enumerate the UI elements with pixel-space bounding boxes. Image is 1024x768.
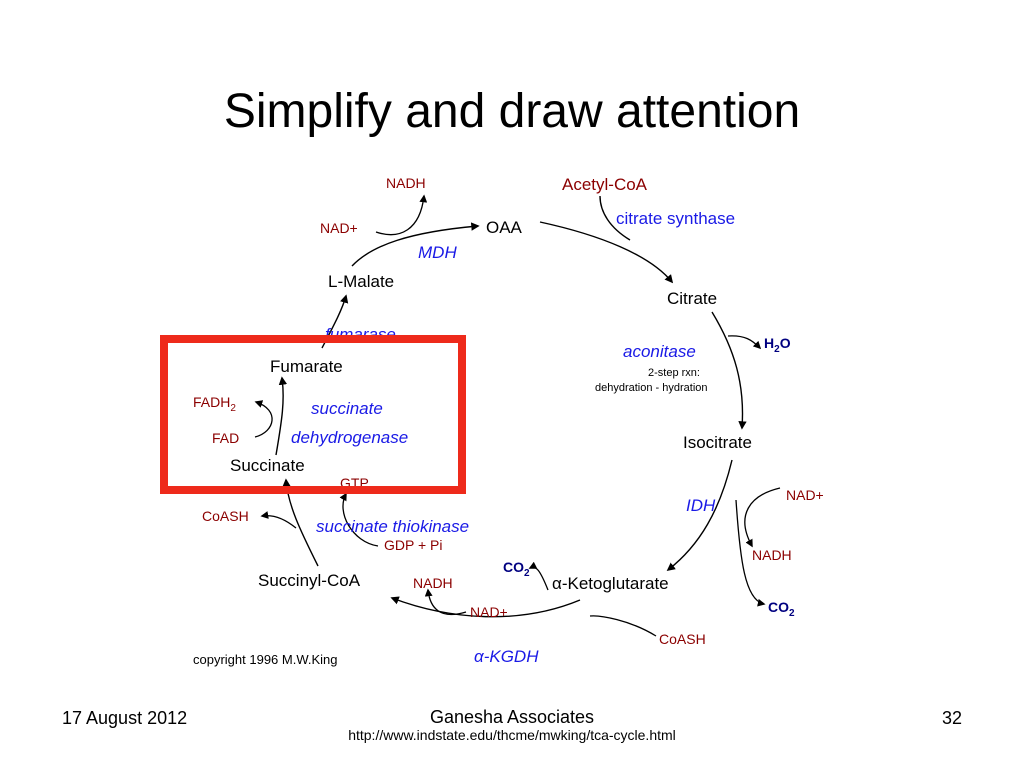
arrow-nad-nadh-kgdh <box>424 588 467 616</box>
label-ketoglutarate: α-Ketoglutarate <box>552 574 669 593</box>
label-h2o: H2O <box>764 335 791 355</box>
arrow-succinate-fumarate <box>275 376 288 456</box>
label-succinate: Succinate <box>230 456 305 475</box>
label-aconitase-note-1: 2-step rxn: <box>648 367 700 379</box>
label-aconitase: aconitase <box>623 342 696 361</box>
label-fumarate: Fumarate <box>270 357 343 376</box>
label-aconitase-note-2: dehydration - hydration <box>595 382 708 394</box>
slide-title: Simplify and draw attention <box>223 85 801 138</box>
label-nadh-top: NADH <box>386 175 426 191</box>
co2-idh-text: CO <box>768 599 789 615</box>
arrow-gdp-gtp <box>339 492 379 547</box>
co2-kg-text: CO <box>503 559 524 575</box>
label-fadh2: FADH2 <box>193 394 236 414</box>
label-idh: IDH <box>686 496 716 515</box>
label-citrate: Citrate <box>667 289 717 308</box>
label-gdp-pi: GDP + Pi <box>384 537 443 553</box>
label-co2-kg: CO2 <box>503 559 530 579</box>
arrow-acetylcoa-citrate <box>539 221 674 284</box>
label-coash-left: CoASH <box>202 508 249 524</box>
label-sdh-line1: succinate <box>311 399 383 418</box>
arrow-co2-kg <box>528 561 549 591</box>
h2o-h: H <box>764 335 774 351</box>
label-nadh-idh: NADH <box>752 547 792 563</box>
arrow-nad-nadh-top <box>375 194 428 236</box>
arrow-isocitrate-kg <box>666 459 733 572</box>
arrow-coash-kgdh <box>589 615 657 637</box>
fadh-sub: 2 <box>230 403 236 414</box>
label-succinate-thiokinase: succinate thiokinase <box>316 517 469 536</box>
label-citrate-synthase: citrate synthase <box>616 209 735 228</box>
cofactor-arrows <box>254 194 781 637</box>
highlight-box <box>160 335 466 494</box>
label-nad-kgdh: NAD+ <box>470 604 508 620</box>
arrow-citrate-isocitrate <box>711 311 747 430</box>
cofactors: NADH NAD+ H2O FADH2 FAD GTP CoASH GDP + … <box>193 175 824 647</box>
arrow-fad-fadh <box>254 400 273 438</box>
enzymes: citrate synthase MDH fumarase aconitase … <box>291 209 735 666</box>
label-succinyl-coa: Succinyl-CoA <box>258 571 361 590</box>
label-acetyl-coa: Acetyl-CoA <box>562 175 648 194</box>
metabolites: Acetyl-CoA OAA L-Malate Citrate Fumarate… <box>230 175 752 593</box>
arrow-h2o <box>727 335 762 350</box>
label-l-malate: L-Malate <box>328 272 394 291</box>
arrow-acetylcoa-in <box>599 195 631 241</box>
co2-idh-sub: 2 <box>789 608 795 619</box>
label-mdh: MDH <box>418 243 457 262</box>
label-coash-kgdh: CoASH <box>659 631 706 647</box>
label-isocitrate: Isocitrate <box>683 433 752 452</box>
label-fad: FAD <box>212 430 239 446</box>
copyright-note: copyright 1996 M.W.King <box>193 652 338 667</box>
label-sdh-line2: dehydrogenase <box>291 428 408 447</box>
arrow-co2-idh <box>735 499 766 607</box>
h2o-sub: 2 <box>774 344 780 355</box>
label-co2-idh: CO2 <box>768 599 795 619</box>
fadh-text: FADH <box>193 394 230 410</box>
arrow-malate-oaa <box>351 222 480 267</box>
arrow-kg-succinylcoa <box>390 596 581 618</box>
arrow-nad-nadh-idh <box>744 487 781 548</box>
label-nad-idh: NAD+ <box>786 487 824 503</box>
label-nadh-kgdh: NADH <box>413 575 453 591</box>
label-nad-top: NAD+ <box>320 220 358 236</box>
co2-kg-sub: 2 <box>524 568 530 579</box>
label-kgdh: α-KGDH <box>474 647 539 666</box>
footer-organization: Ganesha Associates <box>429 707 595 727</box>
arrow-coash-left <box>260 511 297 529</box>
footer-url[interactable]: http://www.indstate.edu/thcme/mwking/tca… <box>348 727 676 743</box>
h2o-o: O <box>780 335 791 351</box>
label-oaa: OAA <box>486 218 523 237</box>
footer-date: 17 August 2012 <box>62 708 188 728</box>
page-number: 32 <box>941 708 962 728</box>
